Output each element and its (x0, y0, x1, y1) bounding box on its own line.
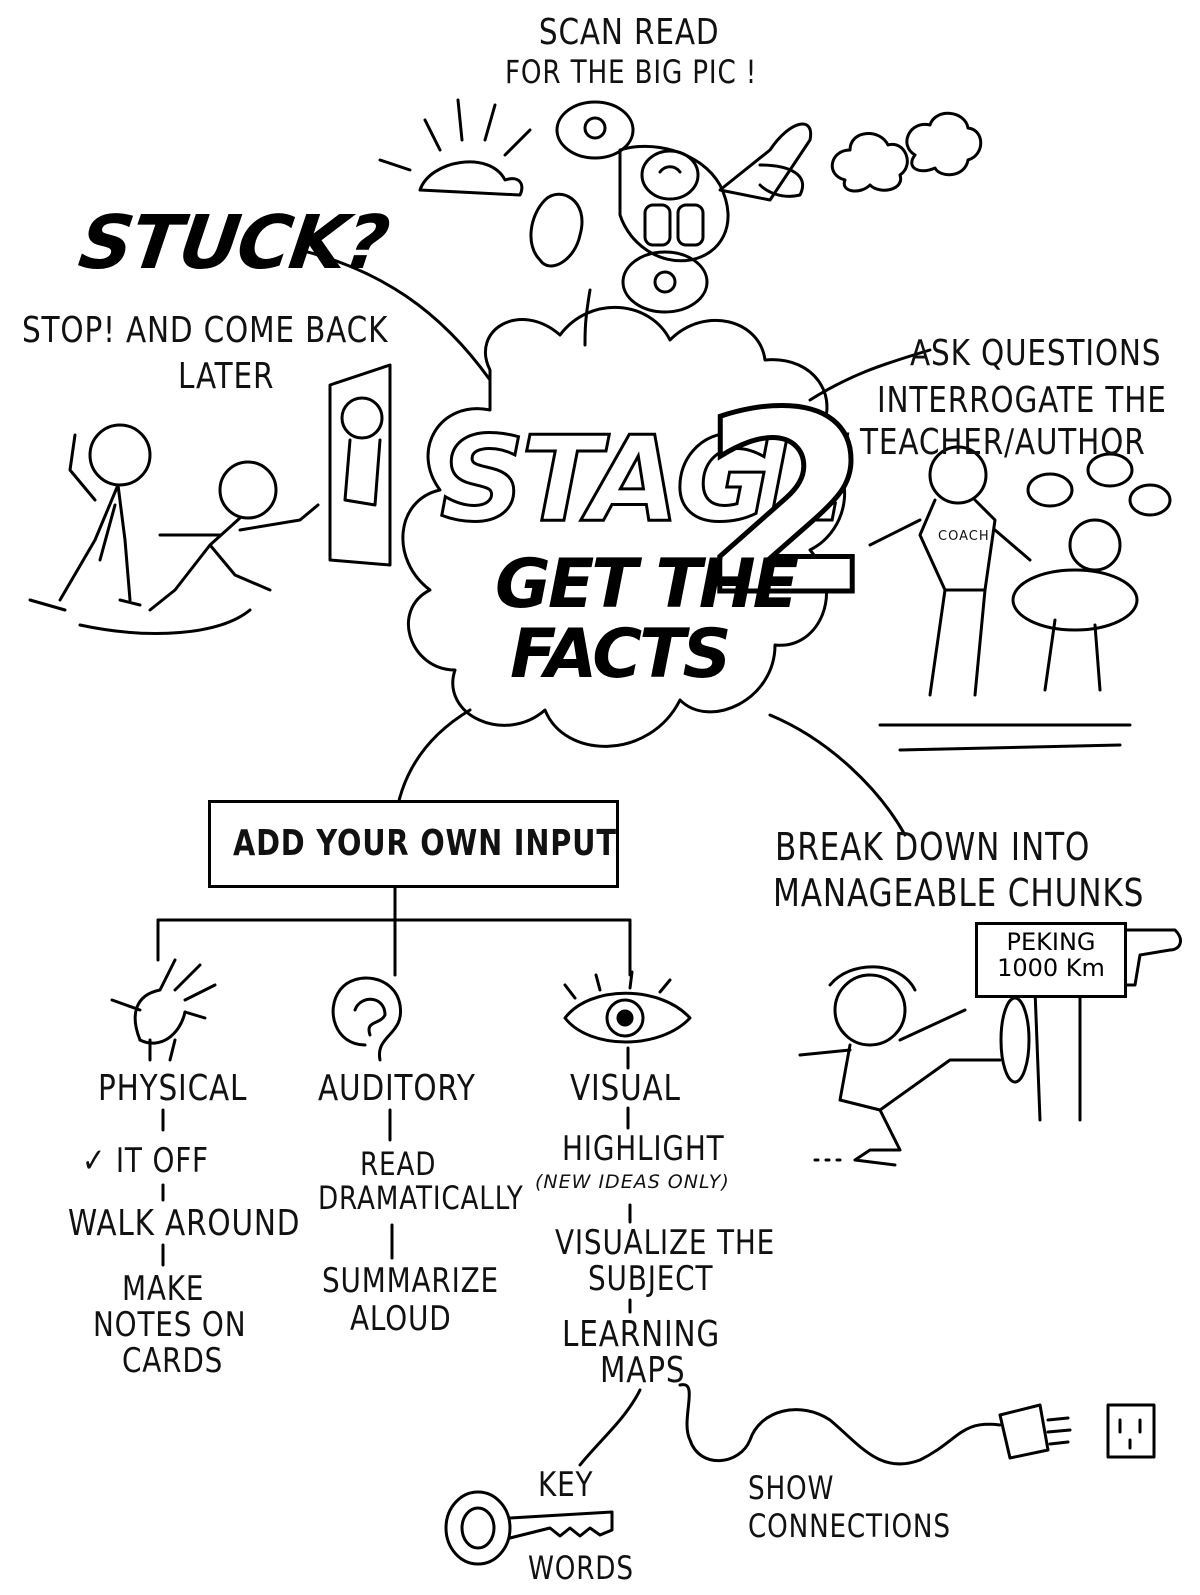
show-connections-line1: SHOW (748, 1469, 835, 1507)
ask-questions-line2: INTERROGATE THE (877, 380, 1167, 421)
socket-icon (1106, 1403, 1156, 1459)
ask-questions-line1: ASK QUESTIONS (910, 333, 1162, 374)
show-connections-line2: CONNECTIONS (748, 1507, 951, 1545)
visual-item-0: HIGHLIGHT (562, 1129, 725, 1169)
sign-line2: 1000 Km (997, 954, 1105, 983)
key-words-line2: WORDS (528, 1549, 634, 1587)
small-cloud-icon (905, 111, 983, 177)
visual-item-1: (NEW IDEAS ONLY) (535, 1171, 730, 1193)
physical-item-4: CARDS (122, 1341, 224, 1381)
visual-item-3: SUBJECT (588, 1259, 714, 1299)
physical-item-2: MAKE (122, 1269, 205, 1309)
sun-icon (378, 98, 532, 197)
break-down-line1: BREAK DOWN INTO (775, 825, 1091, 869)
key-icon (444, 1490, 614, 1566)
stage-number: 2 (698, 359, 877, 650)
stage-title: STAGE (438, 409, 850, 550)
key-words-line1: KEY (538, 1465, 594, 1505)
ear-icon (331, 976, 403, 1062)
physical-item-1: WALK AROUND (68, 1203, 301, 1244)
auditory-item-2: SUMMARIZE (322, 1261, 499, 1301)
connector-key-words (578, 1388, 642, 1467)
physical-item-0: ✓ IT OFF (82, 1141, 209, 1181)
auditory-item-1: DRAMATICALLY (318, 1179, 524, 1217)
coach-swimmer-illustration (868, 445, 1172, 752)
eye-icon (563, 970, 692, 1044)
coach-shirt-label: COACH (938, 529, 990, 544)
visual-item-4: LEARNING (562, 1314, 721, 1355)
central-cloud (401, 305, 847, 748)
power-cord (678, 1383, 1002, 1466)
hand-icon (110, 958, 217, 1062)
physical-item-3: NOTES ON (93, 1305, 247, 1345)
people-walking-illustration (28, 363, 392, 635)
airplane-pilot-illustration (529, 100, 813, 314)
add-input-box: ADD YOUR OWN INPUT (208, 800, 619, 888)
connector-break (768, 713, 907, 837)
stuck-line1: STOP! AND COME BACK (22, 310, 389, 351)
small-cloud-icon (830, 132, 909, 193)
auditory-item-3: ALOUD (350, 1299, 452, 1339)
physical-label: PHYSICAL (98, 1068, 248, 1109)
stuck-heading: STUCK? (73, 200, 393, 286)
visual-item-2: VISUALIZE THE (555, 1223, 776, 1263)
break-down-line2: MANAGEABLE CHUNKS (773, 871, 1145, 915)
ask-questions-line3: TEACHER/AUTHOR (860, 422, 1146, 463)
connector-scan (583, 288, 592, 347)
stage-subtitle-line2: FACTS (510, 615, 731, 694)
auditory-item-0: READ (360, 1145, 437, 1183)
connector-stuck (298, 248, 492, 382)
scan-read-line2: FOR THE BIG PIC ! (505, 53, 758, 91)
visual-item-5: MAPS (600, 1350, 686, 1391)
auditory-label: AUDITORY (318, 1068, 476, 1109)
scan-read-line1: SCAN READ (538, 12, 720, 53)
sign-line1: PEKING (1006, 928, 1096, 956)
visual-label: VISUAL (570, 1068, 681, 1109)
add-input-label: ADD YOUR OWN INPUT (233, 823, 617, 864)
kicking-boy-illustration (798, 928, 1182, 1167)
plug-icon (998, 1403, 1072, 1460)
stage-subtitle-line1: GET THE (495, 545, 799, 624)
stuck-line2: LATER (178, 356, 275, 397)
peking-sign: PEKING 1000 Km (975, 922, 1127, 998)
